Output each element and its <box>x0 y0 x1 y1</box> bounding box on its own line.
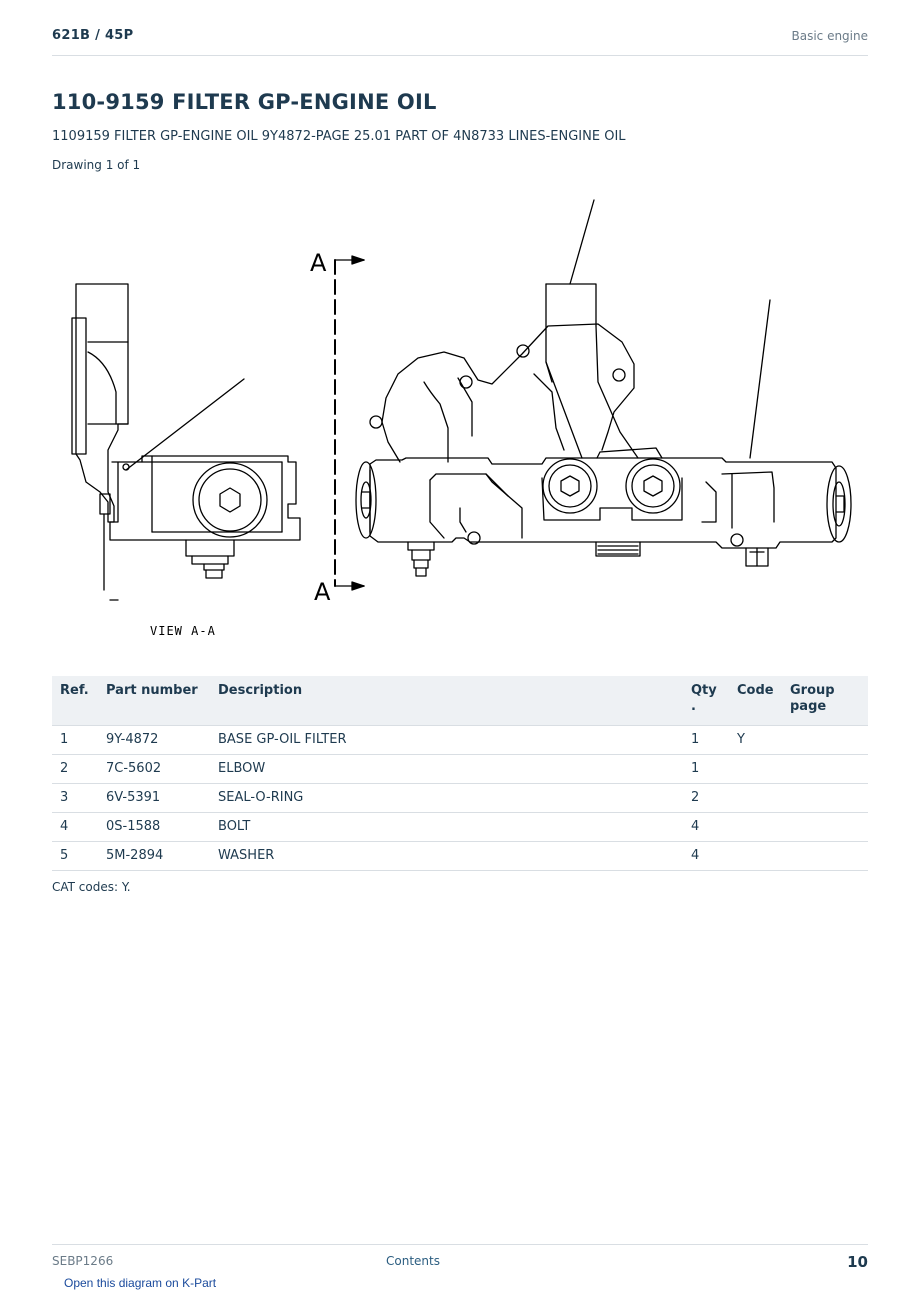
table-row: 1 9Y-4872 BASE GP-OIL FILTER 1 Y <box>52 725 868 755</box>
parts-table: Ref. Part number Description Qty . Code … <box>52 676 868 871</box>
cell-part-number: 5M-2894 <box>98 841 210 871</box>
column-header-description: Description <box>210 676 683 726</box>
parts-diagram: A A VIEW A-A <box>52 192 868 652</box>
cell-group-page <box>782 812 868 842</box>
cell-group-page <box>782 754 868 784</box>
view-label: VIEW A-A <box>150 624 216 638</box>
cell-description: SEAL-O-RING <box>210 783 683 813</box>
section-letter-top: A <box>310 249 327 277</box>
table-row: 5 5M-2894 WASHER 4 <box>52 841 868 871</box>
cell-ref: 1 <box>52 725 98 755</box>
section-letter-bottom: A <box>314 578 331 606</box>
cell-code <box>729 783 782 813</box>
page-title: 110-9159 FILTER GP-ENGINE OIL <box>52 90 437 114</box>
cell-group-page <box>782 725 868 755</box>
table-row: 3 6V-5391 SEAL-O-RING 2 <box>52 783 868 813</box>
column-header-part-number: Part number <box>98 676 210 726</box>
column-header-code: Code <box>729 676 782 726</box>
cell-ref: 4 <box>52 812 98 842</box>
side-view-drawing <box>71 283 301 601</box>
cell-code: Y <box>729 725 782 755</box>
page-number: 10 <box>847 1253 868 1271</box>
cell-code <box>729 841 782 871</box>
cell-qty: 1 <box>683 754 729 784</box>
table-header-row: Ref. Part number Description Qty . Code … <box>52 676 868 726</box>
cell-description: ELBOW <box>210 754 683 784</box>
table-row: 4 0S-1588 BOLT 4 <box>52 812 868 842</box>
cell-part-number: 7C-5602 <box>98 754 210 784</box>
cell-qty: 4 <box>683 812 729 842</box>
column-header-qty: Qty . <box>683 676 729 726</box>
cell-code <box>729 754 782 784</box>
section-name: Basic engine <box>791 29 868 43</box>
cell-code <box>729 812 782 842</box>
table-row: 2 7C-5602 ELBOW 1 <box>52 754 868 784</box>
page-subtitle: 1109159 FILTER GP-ENGINE OIL 9Y4872-PAGE… <box>52 129 626 144</box>
cell-qty: 2 <box>683 783 729 813</box>
column-header-group-page: Group page <box>782 676 868 726</box>
cell-description: BASE GP-OIL FILTER <box>210 725 683 755</box>
cell-ref: 2 <box>52 754 98 784</box>
cell-qty: 4 <box>683 841 729 871</box>
cell-part-number: 6V-5391 <box>98 783 210 813</box>
page-header: 621B / 45P Basic engine <box>52 28 868 56</box>
cell-ref: 3 <box>52 783 98 813</box>
cell-description: BOLT <box>210 812 683 842</box>
cell-group-page <box>782 841 868 871</box>
contents-link[interactable]: Contents <box>386 1254 440 1268</box>
cell-part-number: 9Y-4872 <box>98 725 210 755</box>
cell-group-page <box>782 783 868 813</box>
drawing-count: Drawing 1 of 1 <box>52 158 141 172</box>
column-header-ref: Ref. <box>52 676 98 726</box>
model-label: 621B / 45P <box>52 28 134 43</box>
cell-ref: 5 <box>52 841 98 871</box>
cat-codes-note: CAT codes: Y. <box>52 880 131 894</box>
cell-description: WASHER <box>210 841 683 871</box>
open-in-kpart-link[interactable]: Open this diagram on K-Part <box>64 1276 217 1290</box>
section-cut-line <box>334 255 365 591</box>
cell-qty: 1 <box>683 725 729 755</box>
cell-part-number: 0S-1588 <box>98 812 210 842</box>
page-footer: SEBP1266 Contents 10 <box>52 1244 868 1274</box>
front-view-drawing <box>355 199 852 577</box>
document-id: SEBP1266 <box>52 1254 114 1268</box>
